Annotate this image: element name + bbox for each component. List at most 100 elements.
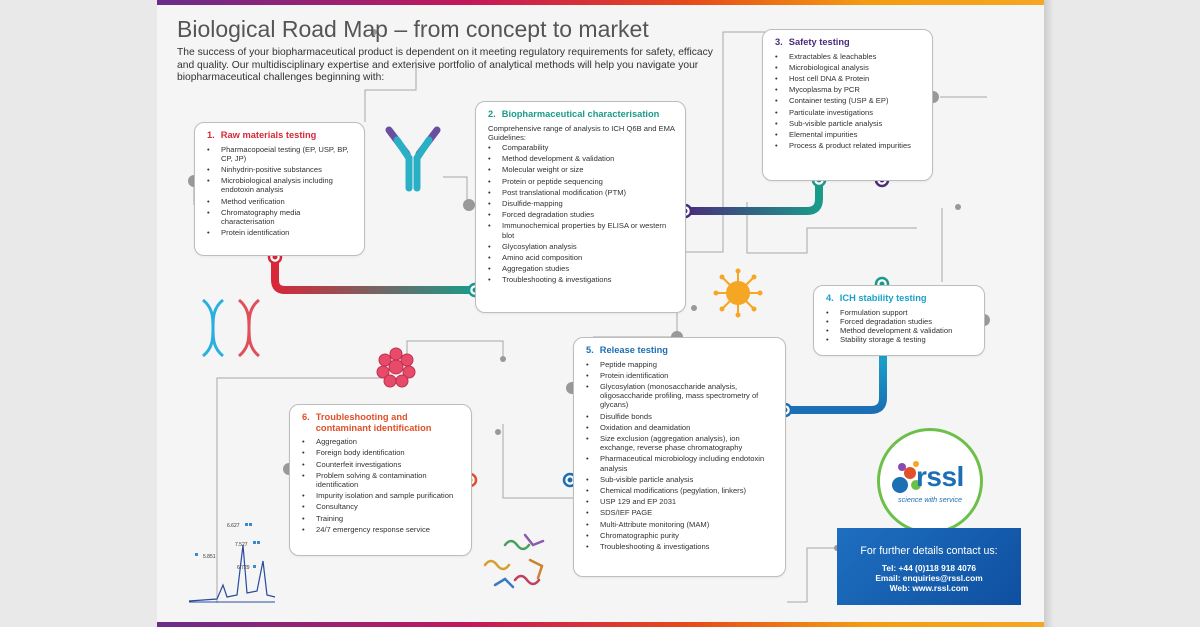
list-item: Comparability bbox=[488, 143, 675, 152]
step-title: Safety testing bbox=[788, 37, 850, 47]
step-title: Raw materials testing bbox=[220, 130, 317, 140]
ich-stability-box: 4. ICH stability testing Formulation supp… bbox=[813, 285, 985, 356]
troubleshooting-box: 6. Troubleshooting and contaminant identi… bbox=[289, 404, 472, 556]
troubleshooting-heading: 6. Troubleshooting and contaminant identi… bbox=[302, 412, 461, 433]
list-item: Protein identification bbox=[207, 228, 354, 237]
list-item: Mycoplasma by PCR bbox=[775, 85, 922, 94]
list-item: Host cell DNA & Protein bbox=[775, 74, 922, 83]
list-item: Consultancy bbox=[302, 502, 461, 511]
list-item: Process & product related impurities bbox=[775, 141, 922, 150]
step-number: 1. bbox=[207, 130, 215, 140]
list-item: Formulation support bbox=[826, 308, 974, 317]
intro-paragraph: The success of your biopharmaceutical pr… bbox=[177, 47, 713, 84]
list-item: Pharmacopoeial testing (EP, USP, BP, CP,… bbox=[207, 145, 354, 163]
list-item: Glycosylation analysis bbox=[488, 242, 675, 251]
contact-panel: For further details contact us: Tel: +44… bbox=[837, 528, 1021, 605]
list-item: Counterfeit investigations bbox=[302, 460, 461, 469]
contact-email[interactable]: Email: enquiries@rssl.com bbox=[875, 573, 983, 583]
contact-website[interactable]: Web: www.rssl.com bbox=[889, 583, 969, 593]
step-number: 5. bbox=[586, 345, 594, 355]
troubleshooting-list: Aggregation Foreign body identification … bbox=[302, 437, 461, 534]
list-item: SDS/IEF PAGE bbox=[586, 508, 775, 517]
biopharma-characterisation-box: 2. Biopharmaceutical characterisation Com… bbox=[475, 101, 686, 313]
bottom-gradient-band bbox=[157, 622, 1044, 627]
step-number: 6. bbox=[302, 412, 310, 422]
raw-materials-heading: 1. Raw materials testing bbox=[207, 130, 354, 141]
list-item: Molecular weight or size bbox=[488, 165, 675, 174]
list-item: Peptide mapping bbox=[586, 360, 775, 369]
peak-label: 6.729 bbox=[237, 565, 250, 571]
protein-structure-icon bbox=[483, 533, 545, 589]
infographic-sheet: Biological Road Map – from concept to ma… bbox=[157, 0, 1044, 627]
release-heading: 5. Release testing bbox=[586, 345, 775, 356]
list-item: Ninhydrin-positive substances bbox=[207, 165, 354, 174]
release-list: Peptide mapping Protein identification G… bbox=[586, 360, 775, 552]
logo-bubbles-icon bbox=[892, 461, 921, 493]
list-item: Aggregation bbox=[302, 437, 461, 446]
list-item: Elemental impurities bbox=[775, 130, 922, 139]
list-item: Post translational modification (PTM) bbox=[488, 188, 675, 197]
logo-wordmark: rssl bbox=[916, 461, 964, 492]
list-item: Forced degradation studies bbox=[488, 210, 675, 219]
logo-tagline: science with service bbox=[898, 495, 962, 504]
list-item: Sub-visible particle analysis bbox=[586, 475, 775, 484]
safety-list: Extractables & leachables Microbiologica… bbox=[775, 52, 922, 151]
list-item: Pharmaceutical microbiology including en… bbox=[586, 454, 775, 472]
step-number: 2. bbox=[488, 109, 496, 119]
list-item: Oxidation and deamidation bbox=[586, 423, 775, 432]
list-item: Protein identification bbox=[586, 371, 775, 380]
raw-materials-box: 1. Raw materials testing Pharmacopoeial t… bbox=[194, 122, 365, 256]
contact-heading: For further details contact us: bbox=[860, 545, 998, 557]
biopharma-list: Comparability Method development & valid… bbox=[488, 143, 675, 285]
list-item: Method verification bbox=[207, 197, 354, 206]
cell-cluster-icon bbox=[376, 347, 416, 388]
biopharma-subheading: Comprehensive range of analysis to ICH Q… bbox=[488, 123, 675, 142]
peak-label: 5.851 bbox=[203, 554, 216, 560]
list-item: Chemical modifications (pegylation, link… bbox=[586, 486, 775, 495]
rssl-logo: rssl science with service bbox=[877, 428, 983, 534]
list-item: Problem solving & contamination identifi… bbox=[302, 471, 461, 489]
ich-list: Formulation support Forced degradation s… bbox=[826, 308, 974, 345]
list-item: Container testing (USP & EP) bbox=[775, 96, 922, 105]
list-item: Method development & validation bbox=[488, 154, 675, 163]
list-item: Forced degradation studies bbox=[826, 317, 974, 326]
step-title: Release testing bbox=[599, 345, 668, 355]
list-item: 24/7 emergency response service bbox=[302, 525, 461, 534]
list-item: USP 129 and EP 2031 bbox=[586, 497, 775, 506]
step-number: 4. bbox=[826, 293, 834, 303]
sheet-shadow bbox=[1044, 0, 1054, 627]
step-title: Troubleshooting and contaminant identifi… bbox=[315, 412, 432, 433]
step-title: ICH stability testing bbox=[839, 293, 927, 303]
list-item: Foreign body identification bbox=[302, 448, 461, 457]
list-item: Stability storage & testing bbox=[826, 335, 974, 344]
list-item: Extractables & leachables bbox=[775, 52, 922, 61]
list-item: Troubleshooting & investigations bbox=[586, 542, 775, 551]
list-item: Disulfide bonds bbox=[586, 412, 775, 421]
dna-helix-icon bbox=[201, 298, 261, 358]
virus-icon bbox=[713, 268, 763, 318]
list-item: Microbiological analysis including endot… bbox=[207, 176, 354, 194]
safety-testing-box: 3.Safety testing Extractables & leachabl… bbox=[762, 29, 933, 181]
list-item: Sub-visible particle analysis bbox=[775, 119, 922, 128]
contact-phone[interactable]: Tel: +44 (0)118 918 4076 bbox=[881, 563, 977, 573]
release-testing-box: 5. Release testing Peptide mapping Protei… bbox=[573, 337, 786, 577]
raw-materials-list: Pharmacopoeial testing (EP, USP, BP, CP,… bbox=[207, 145, 354, 238]
list-item: Chromatographic purity bbox=[586, 531, 775, 540]
list-item: Microbiological analysis bbox=[775, 63, 922, 72]
list-item: Aggregation studies bbox=[488, 264, 675, 273]
list-item: Disulfide-mapping bbox=[488, 199, 675, 208]
list-item: Amino acid composition bbox=[488, 253, 675, 262]
list-item: Glycosylation (monosaccharide analysis, … bbox=[586, 382, 775, 410]
list-item: Impurity isolation and sample purificati… bbox=[302, 491, 461, 500]
peak-label: 7.527 bbox=[235, 542, 248, 548]
step-title: Biopharmaceutical characterisation bbox=[501, 109, 660, 119]
list-item: Immunochemical properties by ELISA or we… bbox=[488, 221, 675, 239]
list-item: Chromatography media characterisation bbox=[207, 208, 354, 226]
list-item: Size exclusion (aggregation analysis), i… bbox=[586, 434, 775, 452]
page-title: Biological Road Map – from concept to ma… bbox=[177, 16, 649, 42]
list-item: Multi-Attribute monitoring (MAM) bbox=[586, 520, 775, 529]
ich-heading: 4. ICH stability testing bbox=[826, 293, 974, 304]
safety-heading: 3.Safety testing bbox=[775, 37, 922, 48]
top-gradient-band bbox=[157, 0, 1044, 5]
list-item: Protein or peptide sequencing bbox=[488, 177, 675, 186]
